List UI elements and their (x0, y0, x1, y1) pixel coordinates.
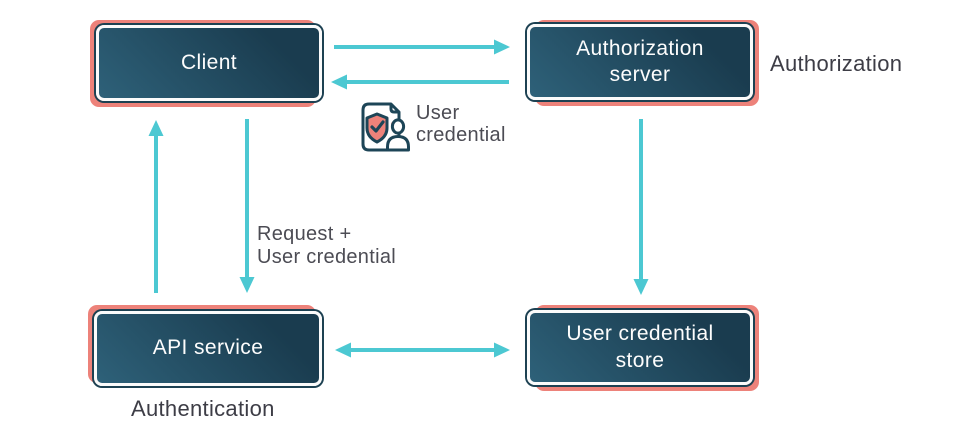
arrow-client-to-auth-server (334, 39, 510, 55)
arrow-client-to-api-service (239, 119, 255, 293)
authorization-stage-label: Authorization (770, 51, 903, 76)
node-user-credential-store: User credential store (527, 305, 759, 391)
authentication-stage-label: Authentication (131, 396, 275, 421)
node-authorization-server: Authorization server (527, 20, 759, 106)
api-service-box-label: API service (94, 311, 322, 386)
arrow-api-service-to-client (148, 120, 164, 293)
arrow-auth-server-to-credential-store (633, 119, 649, 295)
arrow-api-service-credential-store-bidirectional (335, 342, 510, 358)
credential-store-box-label: User credential store (527, 310, 753, 385)
authorization-server-box-label: Authorization server (527, 24, 753, 100)
node-client: Client (90, 20, 322, 107)
request-user-credential-arrow-label: Request + User credential (257, 223, 397, 268)
user-credential-arrow-label: User credential (416, 102, 506, 146)
client-box-label: Client (96, 25, 322, 101)
user-credential-document-icon (361, 102, 410, 152)
arrow-auth-server-to-client (331, 74, 509, 90)
node-api-service: API service (88, 305, 322, 386)
